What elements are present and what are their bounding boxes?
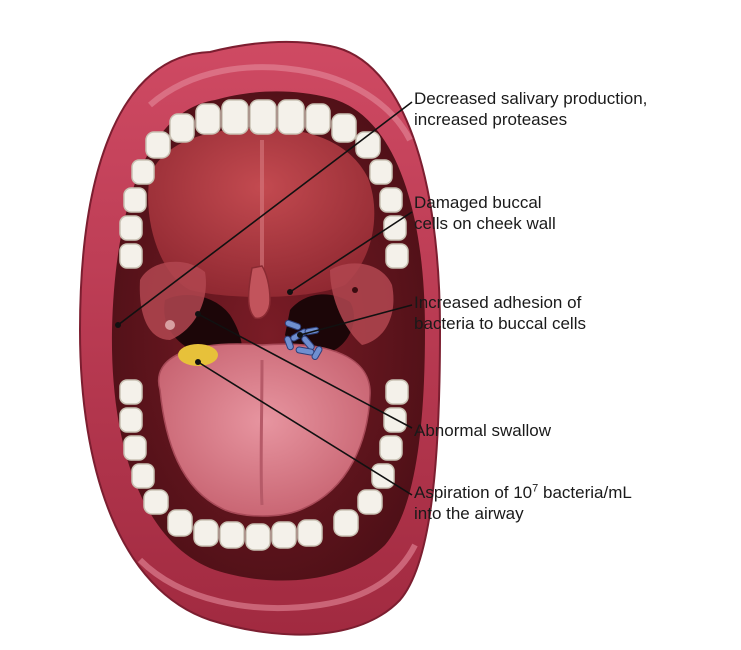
callout-saliva-line2: increased proteases (414, 109, 647, 130)
callout-adhesion: Increased adhesion of bacteria to buccal… (414, 292, 586, 334)
callout-aspiration: Aspiration of 107 bacteria/mL into the a… (414, 482, 632, 524)
callout-buccal-line1: Damaged buccal (414, 192, 556, 213)
callout-saliva: Decreased salivary production, increased… (414, 88, 647, 130)
callout-swallow-line1: Abnormal swallow (414, 420, 551, 441)
cheek-wall (352, 287, 358, 293)
callout-adhesion-line1: Increased adhesion of (414, 292, 586, 313)
aspiration-suffix: bacteria/mL (538, 483, 632, 502)
callout-aspiration-line2: into the airway (414, 503, 632, 524)
callout-swallow: Abnormal swallow (414, 420, 551, 441)
callout-dot-swallow (195, 311, 201, 317)
callout-buccal: Damaged buccal cells on cheek wall (414, 192, 556, 234)
callout-aspiration-line1: Aspiration of 107 bacteria/mL (414, 482, 632, 503)
callout-saliva-line1: Decreased salivary production, (414, 88, 647, 109)
cheek-lesion-left (165, 320, 175, 330)
tongue-median-sulcus (261, 360, 262, 505)
callout-dot-buccal (287, 289, 293, 295)
callout-dot-adhesion (297, 332, 303, 338)
aspiration-prefix: Aspiration of 10 (414, 483, 532, 502)
callout-dot-aspiration (195, 359, 201, 365)
callout-adhesion-line2: bacteria to buccal cells (414, 313, 586, 334)
callout-buccal-line2: cells on cheek wall (414, 213, 556, 234)
callout-dot-saliva (115, 322, 121, 328)
